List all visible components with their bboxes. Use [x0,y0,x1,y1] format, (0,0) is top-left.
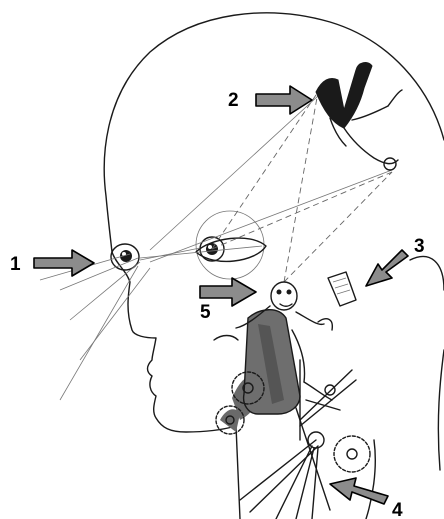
callout-label-1: 1 [10,254,21,275]
callout-label-3: 3 [414,236,425,257]
callout-label-5: 5 [200,302,211,323]
callout-arrow-3 [366,250,408,286]
callout-label-2: 2 [228,90,239,111]
projected-figure [316,63,402,170]
callout-label-4: 4 [392,500,403,519]
callout-arrow-4 [330,478,388,504]
note-paper-icon [328,272,356,306]
ear [410,257,444,290]
callout-arrow-2 [256,86,312,114]
callout-arrow-1 [34,250,94,276]
